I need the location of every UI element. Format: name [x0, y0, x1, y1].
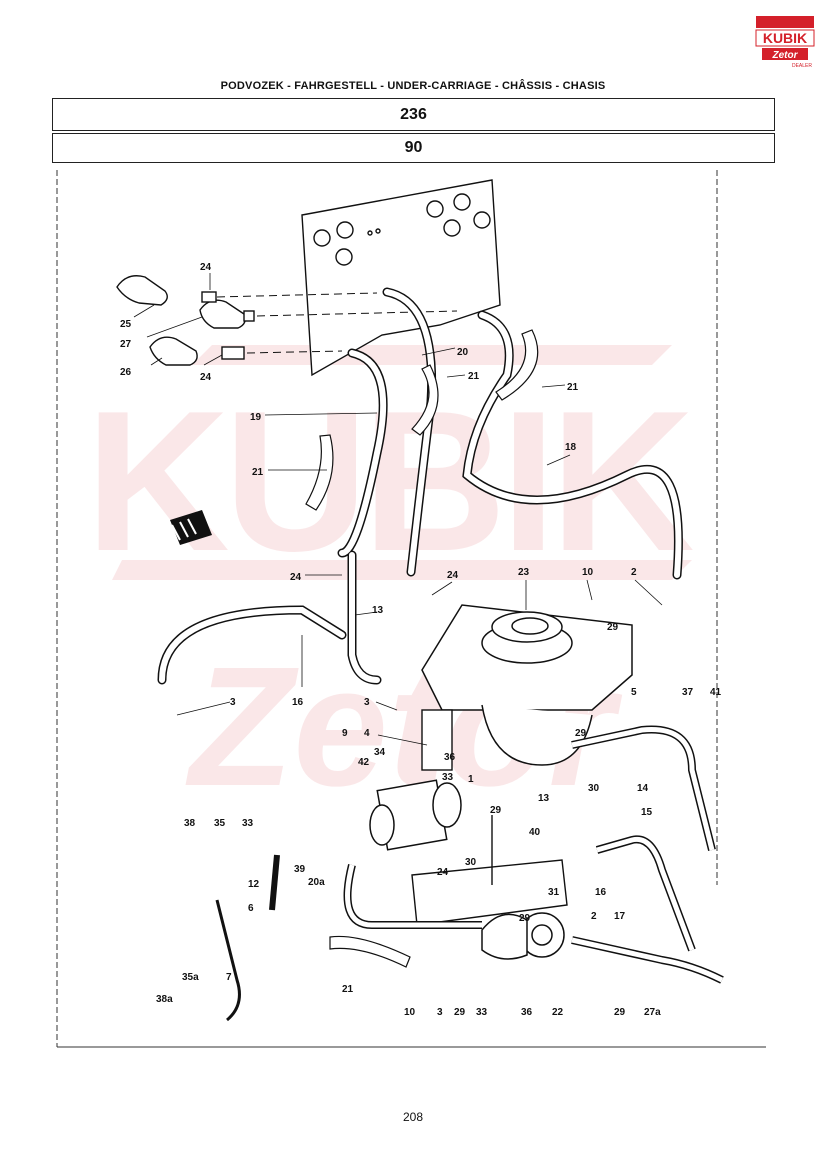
callout-14: 14	[637, 783, 649, 794]
callout-22: 22	[552, 1007, 564, 1018]
callout-26: 26	[120, 367, 132, 378]
diagram-svg: KUBIK Zetor	[56, 170, 766, 1048]
callout-30: 30	[465, 857, 477, 868]
callout-18: 18	[565, 442, 577, 453]
callout-35: 35	[214, 818, 226, 829]
page-number: 208	[402, 1110, 424, 1124]
diagram-frame	[56, 170, 766, 1048]
callout-37: 37	[682, 687, 694, 698]
callout-3: 3	[364, 697, 370, 708]
callout-41: 41	[710, 687, 722, 698]
callout-42: 42	[358, 757, 370, 768]
callout-labels: 24 25 27 26 24 20 21 21 19 21 18 24 24 2…	[120, 262, 722, 1018]
callout-10: 10	[404, 1007, 416, 1018]
callout-27a: 27a	[644, 1007, 661, 1018]
right-pipes-fill	[345, 727, 724, 983]
callout-12: 12	[248, 879, 260, 890]
section-number: 90	[404, 139, 423, 156]
callout-17: 17	[614, 911, 626, 922]
callout-16: 16	[292, 697, 304, 708]
callout-29: 29	[575, 728, 587, 739]
callout-13: 13	[538, 793, 550, 804]
callout-24: 24	[200, 262, 212, 273]
callout-2: 2	[591, 911, 597, 922]
watermark: KUBIK Zetor	[85, 345, 699, 822]
callout-3: 3	[230, 697, 236, 708]
group-number-box: 236	[52, 98, 775, 131]
watermark-brand: KUBIK	[85, 370, 693, 593]
callout-29: 29	[454, 1007, 466, 1018]
callout-20: 20	[457, 347, 469, 358]
section-number-box: 90	[52, 133, 775, 163]
logo-brand-text: KUBIK	[763, 30, 807, 46]
callout-31: 31	[548, 887, 560, 898]
callout-16: 16	[595, 887, 607, 898]
logo-tag-text: DEALER	[792, 63, 812, 69]
callout-36: 36	[521, 1007, 533, 1018]
callout-21: 21	[468, 371, 480, 382]
callout-13: 13	[372, 605, 384, 616]
callout-29: 29	[614, 1007, 626, 1018]
callout-38a: 38a	[156, 994, 173, 1005]
air-cylinder	[369, 779, 565, 960]
callout-2: 2	[631, 567, 637, 578]
direction-arrow-icon	[170, 510, 212, 545]
group-number: 236	[400, 106, 427, 123]
callout-3: 3	[437, 1007, 443, 1018]
callout-39: 39	[294, 864, 306, 875]
callout-24: 24	[447, 570, 459, 581]
callout-33: 33	[476, 1007, 488, 1018]
callout-24: 24	[290, 572, 302, 583]
callout-29: 29	[490, 805, 502, 816]
lower-bracket	[411, 709, 568, 926]
page-title: PODVOZEK - FAHRGESTELL - UNDER-CARRIAGE …	[220, 80, 606, 92]
quick-couplings	[116, 275, 255, 366]
callout-21: 21	[567, 382, 579, 393]
callout-27: 27	[120, 339, 132, 350]
callout-5: 5	[631, 687, 637, 698]
callout-21: 21	[342, 984, 354, 995]
callout-40: 40	[529, 827, 541, 838]
kubik-zetor-logo: KUBIK Zetor DEALER	[754, 14, 816, 72]
callout-35a: 35a	[182, 972, 199, 983]
callout-19: 19	[250, 412, 262, 423]
callout-29: 29	[607, 622, 619, 633]
spiral-sleeves	[305, 329, 539, 968]
linkage-rod	[215, 854, 280, 1022]
callout-29: 29	[519, 913, 531, 924]
brake-valve-assembly	[421, 604, 633, 766]
callout-21: 21	[252, 467, 264, 478]
callout-20a: 20a	[308, 877, 325, 888]
callout-38: 38	[184, 818, 196, 829]
callout-25: 25	[120, 319, 132, 330]
leader-lines	[133, 273, 663, 746]
callout-36: 36	[444, 752, 456, 763]
callout-33: 33	[442, 772, 454, 783]
callout-15: 15	[641, 807, 653, 818]
exploded-parts-diagram: KUBIK Zetor	[52, 165, 772, 1055]
callout-23: 23	[518, 567, 530, 578]
callout-33: 33	[242, 818, 254, 829]
callout-6: 6	[248, 903, 254, 914]
callout-30: 30	[588, 783, 600, 794]
callout-4: 4	[364, 728, 370, 739]
callout-7: 7	[226, 972, 232, 983]
callout-10: 10	[582, 567, 594, 578]
mounting-plate	[301, 179, 501, 377]
callout-24: 24	[437, 867, 449, 878]
callout-24: 24	[200, 372, 212, 383]
alignment-dashes	[216, 292, 458, 354]
callout-34: 34	[374, 747, 386, 758]
callout-1: 1	[468, 774, 474, 785]
callout-9: 9	[342, 728, 348, 739]
logo-subbrand-text: Zetor	[772, 50, 799, 61]
